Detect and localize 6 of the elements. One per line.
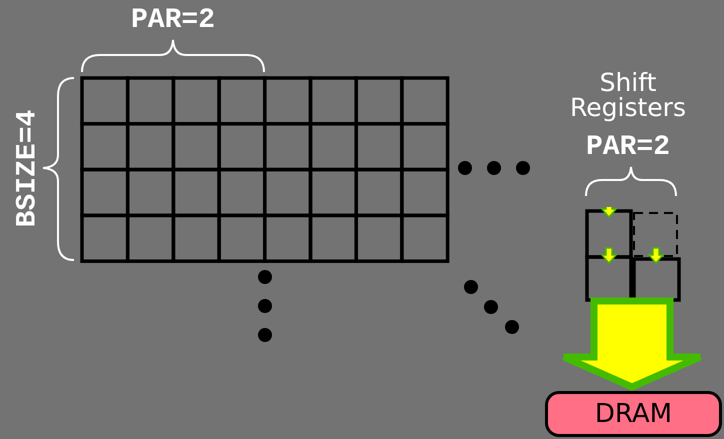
arrow (560, 298, 704, 391)
parameter-label: BSIZE=4 (12, 109, 44, 227)
parameter-label: PAR=2 (584, 132, 671, 162)
parameter-label: PAR=2 (130, 4, 216, 36)
memory-box: DRAM (545, 391, 722, 437)
title-label: Shift Registers (569, 70, 687, 120)
